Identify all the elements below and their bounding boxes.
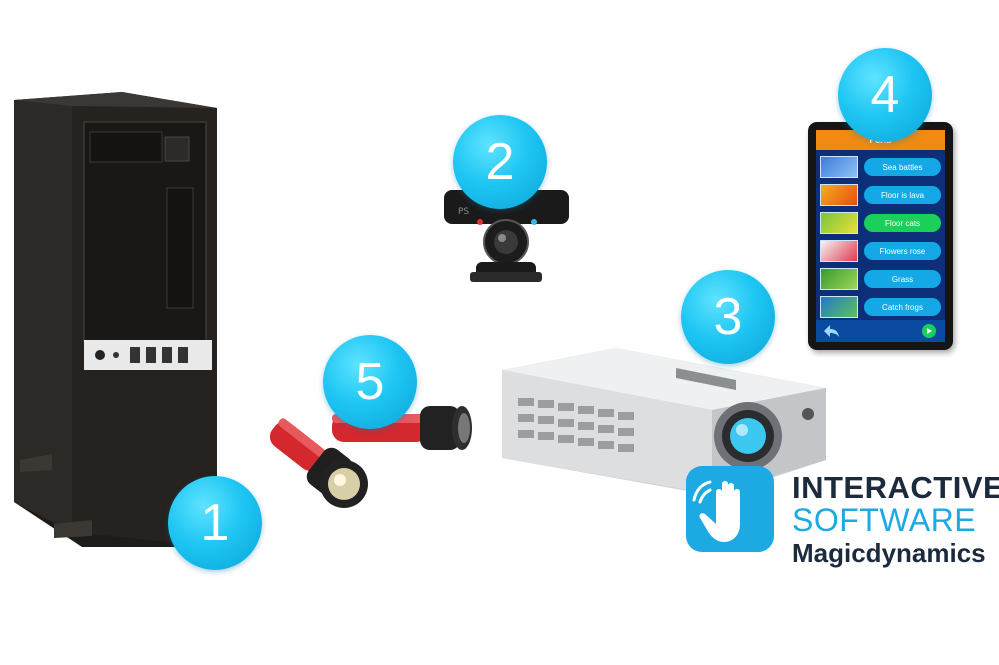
game-thumbnail	[820, 184, 858, 206]
list-item[interactable]: Sea battles	[820, 156, 941, 178]
back-arrow-icon[interactable]	[822, 323, 840, 339]
number-badge-2: 2	[453, 115, 547, 209]
hand-touch-icon	[686, 466, 774, 552]
tablet-footer	[816, 320, 945, 342]
number-badge-5: 5	[323, 335, 417, 429]
logo-line-software: SOFTWARE	[792, 502, 977, 538]
number-badge-3: 3	[681, 270, 775, 364]
game-thumbnail	[820, 268, 858, 290]
projector	[502, 348, 826, 496]
svg-text:PS: PS	[458, 207, 469, 217]
number-badge-1: 1	[168, 476, 262, 570]
list-item[interactable]: Floor is lava	[820, 184, 941, 206]
game-thumbnail	[820, 156, 858, 178]
list-item[interactable]: Catch frogs	[820, 296, 941, 318]
menu-item-floor-is-lava[interactable]: Floor is lava	[864, 186, 941, 204]
game-thumbnail	[820, 296, 858, 318]
tablet-screen: Роль Sea battles Floor is lava Floor cat…	[816, 130, 945, 342]
menu-item-floor-cats[interactable]: Floor cats	[864, 214, 941, 232]
menu-item-flowers-rose[interactable]: Flowers rose	[864, 242, 941, 260]
pc-tower	[14, 92, 217, 547]
logo-line-brand: Magicdynamics	[792, 538, 986, 568]
game-thumbnail	[820, 212, 858, 234]
game-thumbnail	[820, 240, 858, 262]
menu-item-sea-battles[interactable]: Sea battles	[864, 158, 941, 176]
menu-item-catch-frogs[interactable]: Catch frogs	[864, 298, 941, 316]
play-icon[interactable]	[922, 324, 936, 338]
list-item[interactable]: Floor cats	[820, 212, 941, 234]
menu-item-grass[interactable]: Grass	[864, 270, 941, 288]
list-item[interactable]: Grass	[820, 268, 941, 290]
list-item[interactable]: Flowers rose	[820, 240, 941, 262]
number-badge-4: 4	[838, 48, 932, 142]
webcam: PS	[444, 190, 569, 282]
flashlight	[269, 418, 368, 508]
tablet: Роль Sea battles Floor is lava Floor cat…	[808, 122, 953, 350]
logo-line-interactive: INTERACTIVE	[792, 470, 999, 505]
